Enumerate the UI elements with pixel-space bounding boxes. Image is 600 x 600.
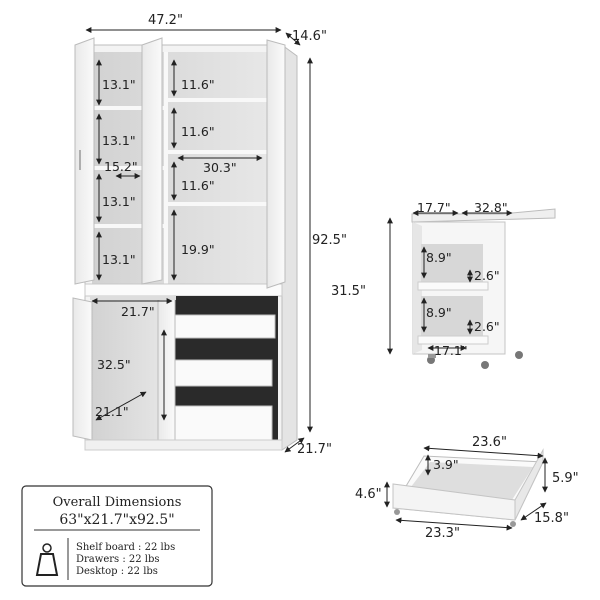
cabinet-width-label: 47.2" — [148, 13, 183, 28]
weight-icon — [35, 543, 59, 576]
lower-height-label: 32.5" — [97, 357, 131, 372]
cabinet-depth-bottom-line — [284, 437, 305, 453]
cart-top-left-label: 17.7" — [417, 200, 451, 215]
right-shelf-width-label: 30.3" — [203, 160, 237, 175]
right-shelf-3-label: 11.6" — [181, 178, 215, 193]
right-shelf-1-label: 11.6" — [181, 77, 215, 92]
cabinet-depth-bottom-label: 21.7" — [297, 442, 332, 457]
storage-drawer — [392, 448, 544, 527]
right-shelf-2-label: 11.6" — [181, 124, 215, 139]
cart-height-label: 31.5" — [331, 284, 366, 299]
legend-item-shelf: Shelf board : 22 lbs — [76, 542, 175, 553]
drawer-height-left-label: 4.6" — [355, 487, 382, 502]
cabinet-height-label: 92.5" — [312, 233, 347, 248]
cart-shelf-1-label: 8.9" — [426, 250, 452, 265]
cabinet-depth-top-label: 14.6" — [292, 29, 327, 44]
lower-depth-label: 21.1" — [95, 404, 129, 419]
right-shelf-4-label: 19.9" — [181, 242, 215, 257]
drawer-length-label: 23.6" — [472, 435, 507, 450]
cart-shelf-1-gap-label: 2.6" — [474, 268, 500, 283]
drawer-bottom-length-label: 23.3" — [425, 526, 460, 541]
drawer-inner-depth-label: 3.9" — [433, 457, 459, 472]
left-shelf-1-label: 13.1" — [102, 77, 136, 92]
legend-item-desktop: Desktop : 22 lbs — [76, 566, 158, 577]
lower-width-label: 21.7" — [121, 304, 155, 319]
overall-dimensions-box: Overall Dimensions 63"x21.7"x92.5" Shelf… — [21, 485, 213, 587]
left-shelf-4-label: 13.1" — [102, 252, 136, 267]
left-shelf-width-label: 15.2" — [104, 159, 138, 174]
drawer-width-label: 15.8" — [534, 511, 569, 526]
left-shelf-3-label: 13.1" — [102, 194, 136, 209]
cart-top-right-label: 32.8" — [474, 200, 508, 215]
cart-shelf-2-label: 8.9" — [426, 305, 452, 320]
cabinet-depth-top-line — [285, 32, 301, 46]
cart-shelf-2-gap-label: 2.6" — [474, 319, 500, 334]
legend-size: 63"x21.7"x92.5" — [59, 512, 174, 528]
drawer-height-right-label: 5.9" — [552, 471, 579, 486]
cart-width-label: 17.1" — [434, 343, 468, 358]
legend-item-drawers: Drawers : 22 lbs — [76, 554, 160, 565]
legend-title: Overall Dimensions — [53, 495, 182, 510]
left-shelf-2-label: 13.1" — [102, 133, 136, 148]
